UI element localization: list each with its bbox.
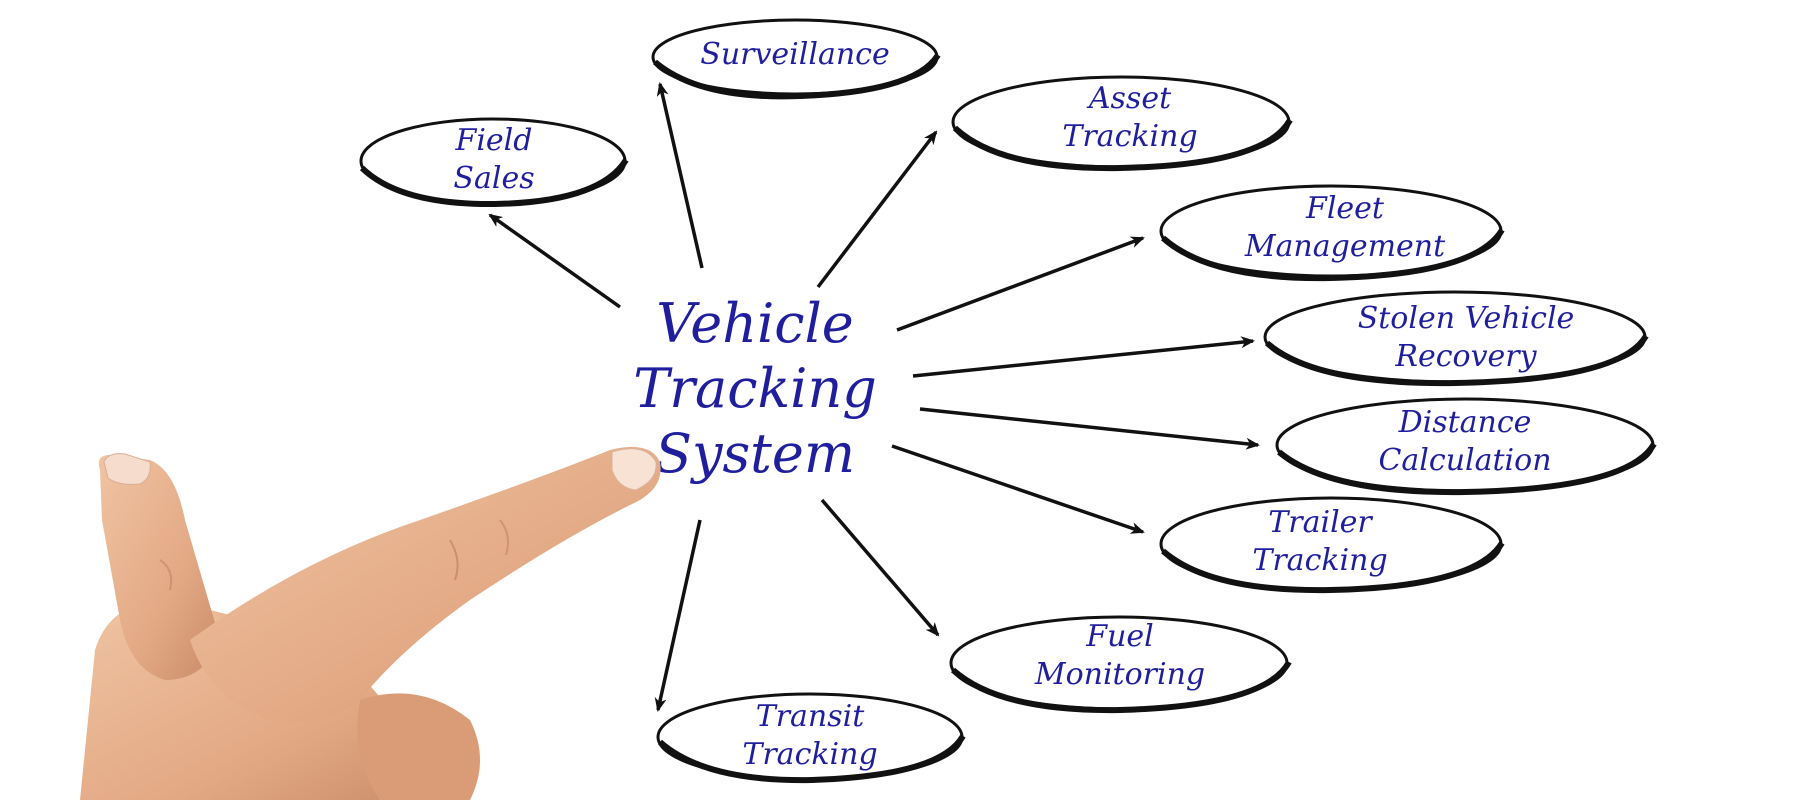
diagram-stage: Vehicle Tracking System Surveillance Fie… (0, 0, 1800, 800)
pointing-hand-image (0, 0, 1800, 800)
